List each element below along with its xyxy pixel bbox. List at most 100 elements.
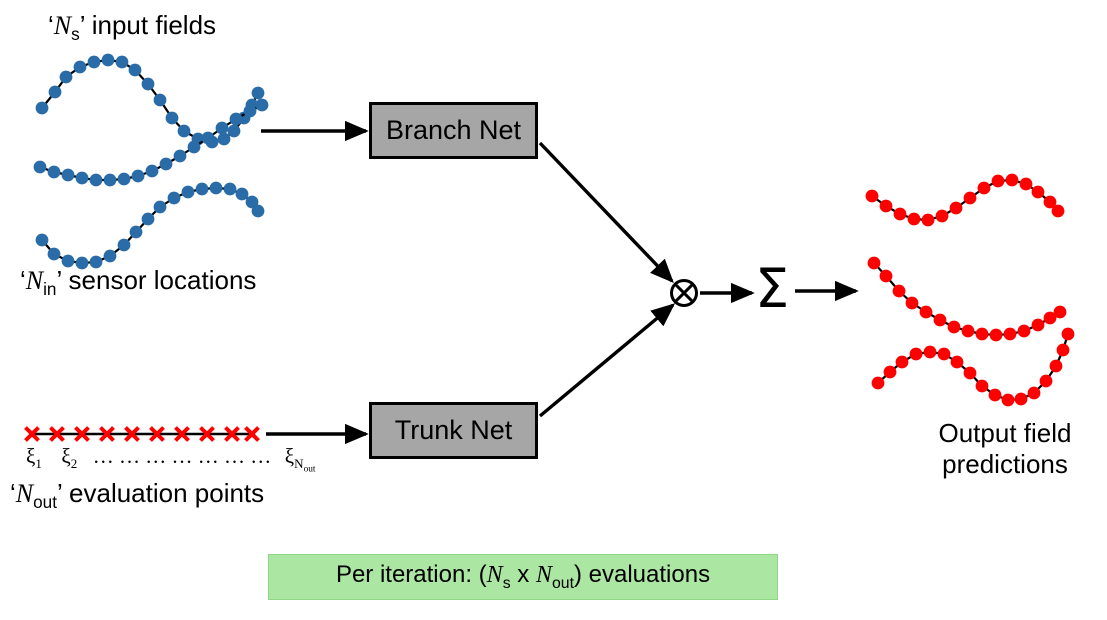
- arrow-branch-to-multiply: [538, 141, 674, 283]
- output-data-point: [892, 284, 906, 298]
- symbol-n: N: [15, 479, 34, 508]
- output-data-point: [1001, 393, 1015, 407]
- output-data-point: [1056, 343, 1070, 357]
- input-data-point: [235, 187, 249, 201]
- output-data-point: [1019, 177, 1033, 191]
- input-data-point: [61, 254, 75, 268]
- input-data-point: [229, 112, 243, 126]
- field-curves-group: [33, 53, 1075, 407]
- output-data-point: [1053, 305, 1067, 319]
- input-data-point: [153, 93, 167, 107]
- output-data-point: [1031, 185, 1045, 199]
- input-data-point: [251, 86, 265, 100]
- input-data-point: [48, 85, 62, 99]
- xi-sub-out: out: [303, 464, 316, 475]
- output-data-point: [963, 191, 977, 205]
- input-data-point: [87, 55, 101, 69]
- input-data-point: [181, 185, 195, 199]
- input-data-point: [173, 149, 187, 163]
- output-data-point: [883, 365, 897, 379]
- output-data-point: [933, 313, 947, 327]
- trunk-marker-stroke: [149, 426, 165, 442]
- trunk-marker-stroke: [124, 426, 140, 442]
- input-fields-label: ‘Ns’ input fields: [48, 10, 216, 44]
- input-field-2: [33, 98, 269, 187]
- input-data-point: [89, 173, 103, 187]
- input-data-point: [103, 173, 117, 187]
- output-data-point: [1017, 324, 1031, 338]
- output-data-point: [1043, 195, 1057, 209]
- quote-open: ‘: [10, 478, 16, 508]
- input-data-point: [177, 124, 191, 138]
- output-label-line1: Output field: [938, 418, 1072, 448]
- multiply-operator: [670, 279, 698, 307]
- label-suffix: ’ sensor locations: [56, 265, 257, 295]
- symbol-n: N: [25, 266, 44, 295]
- xi-first: ξ1: [26, 444, 42, 472]
- xi-subscript: 2: [70, 456, 78, 472]
- input-data-point: [75, 171, 89, 185]
- output-data-point: [879, 199, 893, 213]
- input-data-point: [131, 169, 145, 183]
- input-data-point: [215, 121, 229, 135]
- output-data-point: [1003, 327, 1017, 341]
- input-data-point: [217, 132, 231, 146]
- xi-symbol: ξ: [61, 444, 71, 468]
- xi-subscript: 1: [35, 456, 42, 472]
- trunk-marker-stroke: [224, 426, 240, 442]
- trunk-net-label: Trunk Net: [394, 415, 513, 445]
- input-data-point: [73, 60, 87, 74]
- output-data-point: [893, 207, 907, 221]
- trunk-axis-markers: [24, 426, 260, 442]
- output-data-point: [1039, 374, 1053, 388]
- trunk-marker-stroke: [244, 426, 260, 442]
- symbol-n: N: [53, 11, 72, 40]
- input-data-point: [245, 195, 259, 209]
- output-field-1: [865, 173, 1065, 227]
- trunk-evaluation-marker: [74, 426, 90, 442]
- note-prefix: Per iteration: (: [335, 561, 487, 589]
- output-data-point: [1005, 173, 1019, 187]
- symbol-subscript: s: [71, 24, 80, 45]
- input-data-point: [117, 172, 131, 186]
- output-field-3: [871, 327, 1075, 407]
- input-data-point: [61, 168, 75, 182]
- input-data-point: [141, 212, 155, 226]
- xi-symbol: ξ: [26, 444, 36, 468]
- output-data-point: [907, 212, 921, 226]
- label-suffix: ’ evaluation points: [56, 478, 265, 508]
- quote-open: ‘: [20, 265, 26, 295]
- note-text: Per iteration: (Ns x Nout) evaluations: [336, 561, 710, 593]
- output-predictions-label: Output field predictions: [880, 418, 1107, 479]
- output-data-point: [975, 379, 989, 393]
- output-data-point: [961, 324, 975, 338]
- output-data-point: [947, 320, 961, 334]
- input-data-point: [223, 182, 237, 196]
- output-data-point: [977, 181, 991, 195]
- output-data-point: [1043, 311, 1057, 325]
- input-data-point: [47, 165, 61, 179]
- per-iteration-note: Per iteration: (Ns x Nout) evaluations: [268, 554, 778, 600]
- note-symbol-ns: N: [486, 562, 503, 589]
- input-data-point: [159, 157, 173, 171]
- output-data-point: [1051, 204, 1065, 218]
- output-data-point: [871, 376, 885, 390]
- input-data-point: [115, 55, 129, 69]
- evaluation-points-label: ‘Nout’ evaluation points: [10, 478, 264, 512]
- trunk-evaluation-marker: [124, 426, 140, 442]
- branch-net-box[interactable]: Branch Net: [369, 102, 538, 159]
- output-data-point: [921, 213, 935, 227]
- input-data-point: [201, 131, 215, 145]
- input-data-point: [33, 160, 47, 174]
- input-data-point: [59, 70, 73, 84]
- trunk-net-box[interactable]: Trunk Net: [369, 402, 538, 459]
- trunk-marker-stroke: [99, 426, 115, 442]
- symbol-subscript: out: [33, 492, 57, 513]
- trunk-evaluation-marker: [244, 426, 260, 442]
- output-data-point: [937, 347, 951, 361]
- input-field-1: [35, 53, 265, 149]
- output-data-point: [919, 305, 933, 319]
- trunk-evaluation-marker: [24, 426, 40, 442]
